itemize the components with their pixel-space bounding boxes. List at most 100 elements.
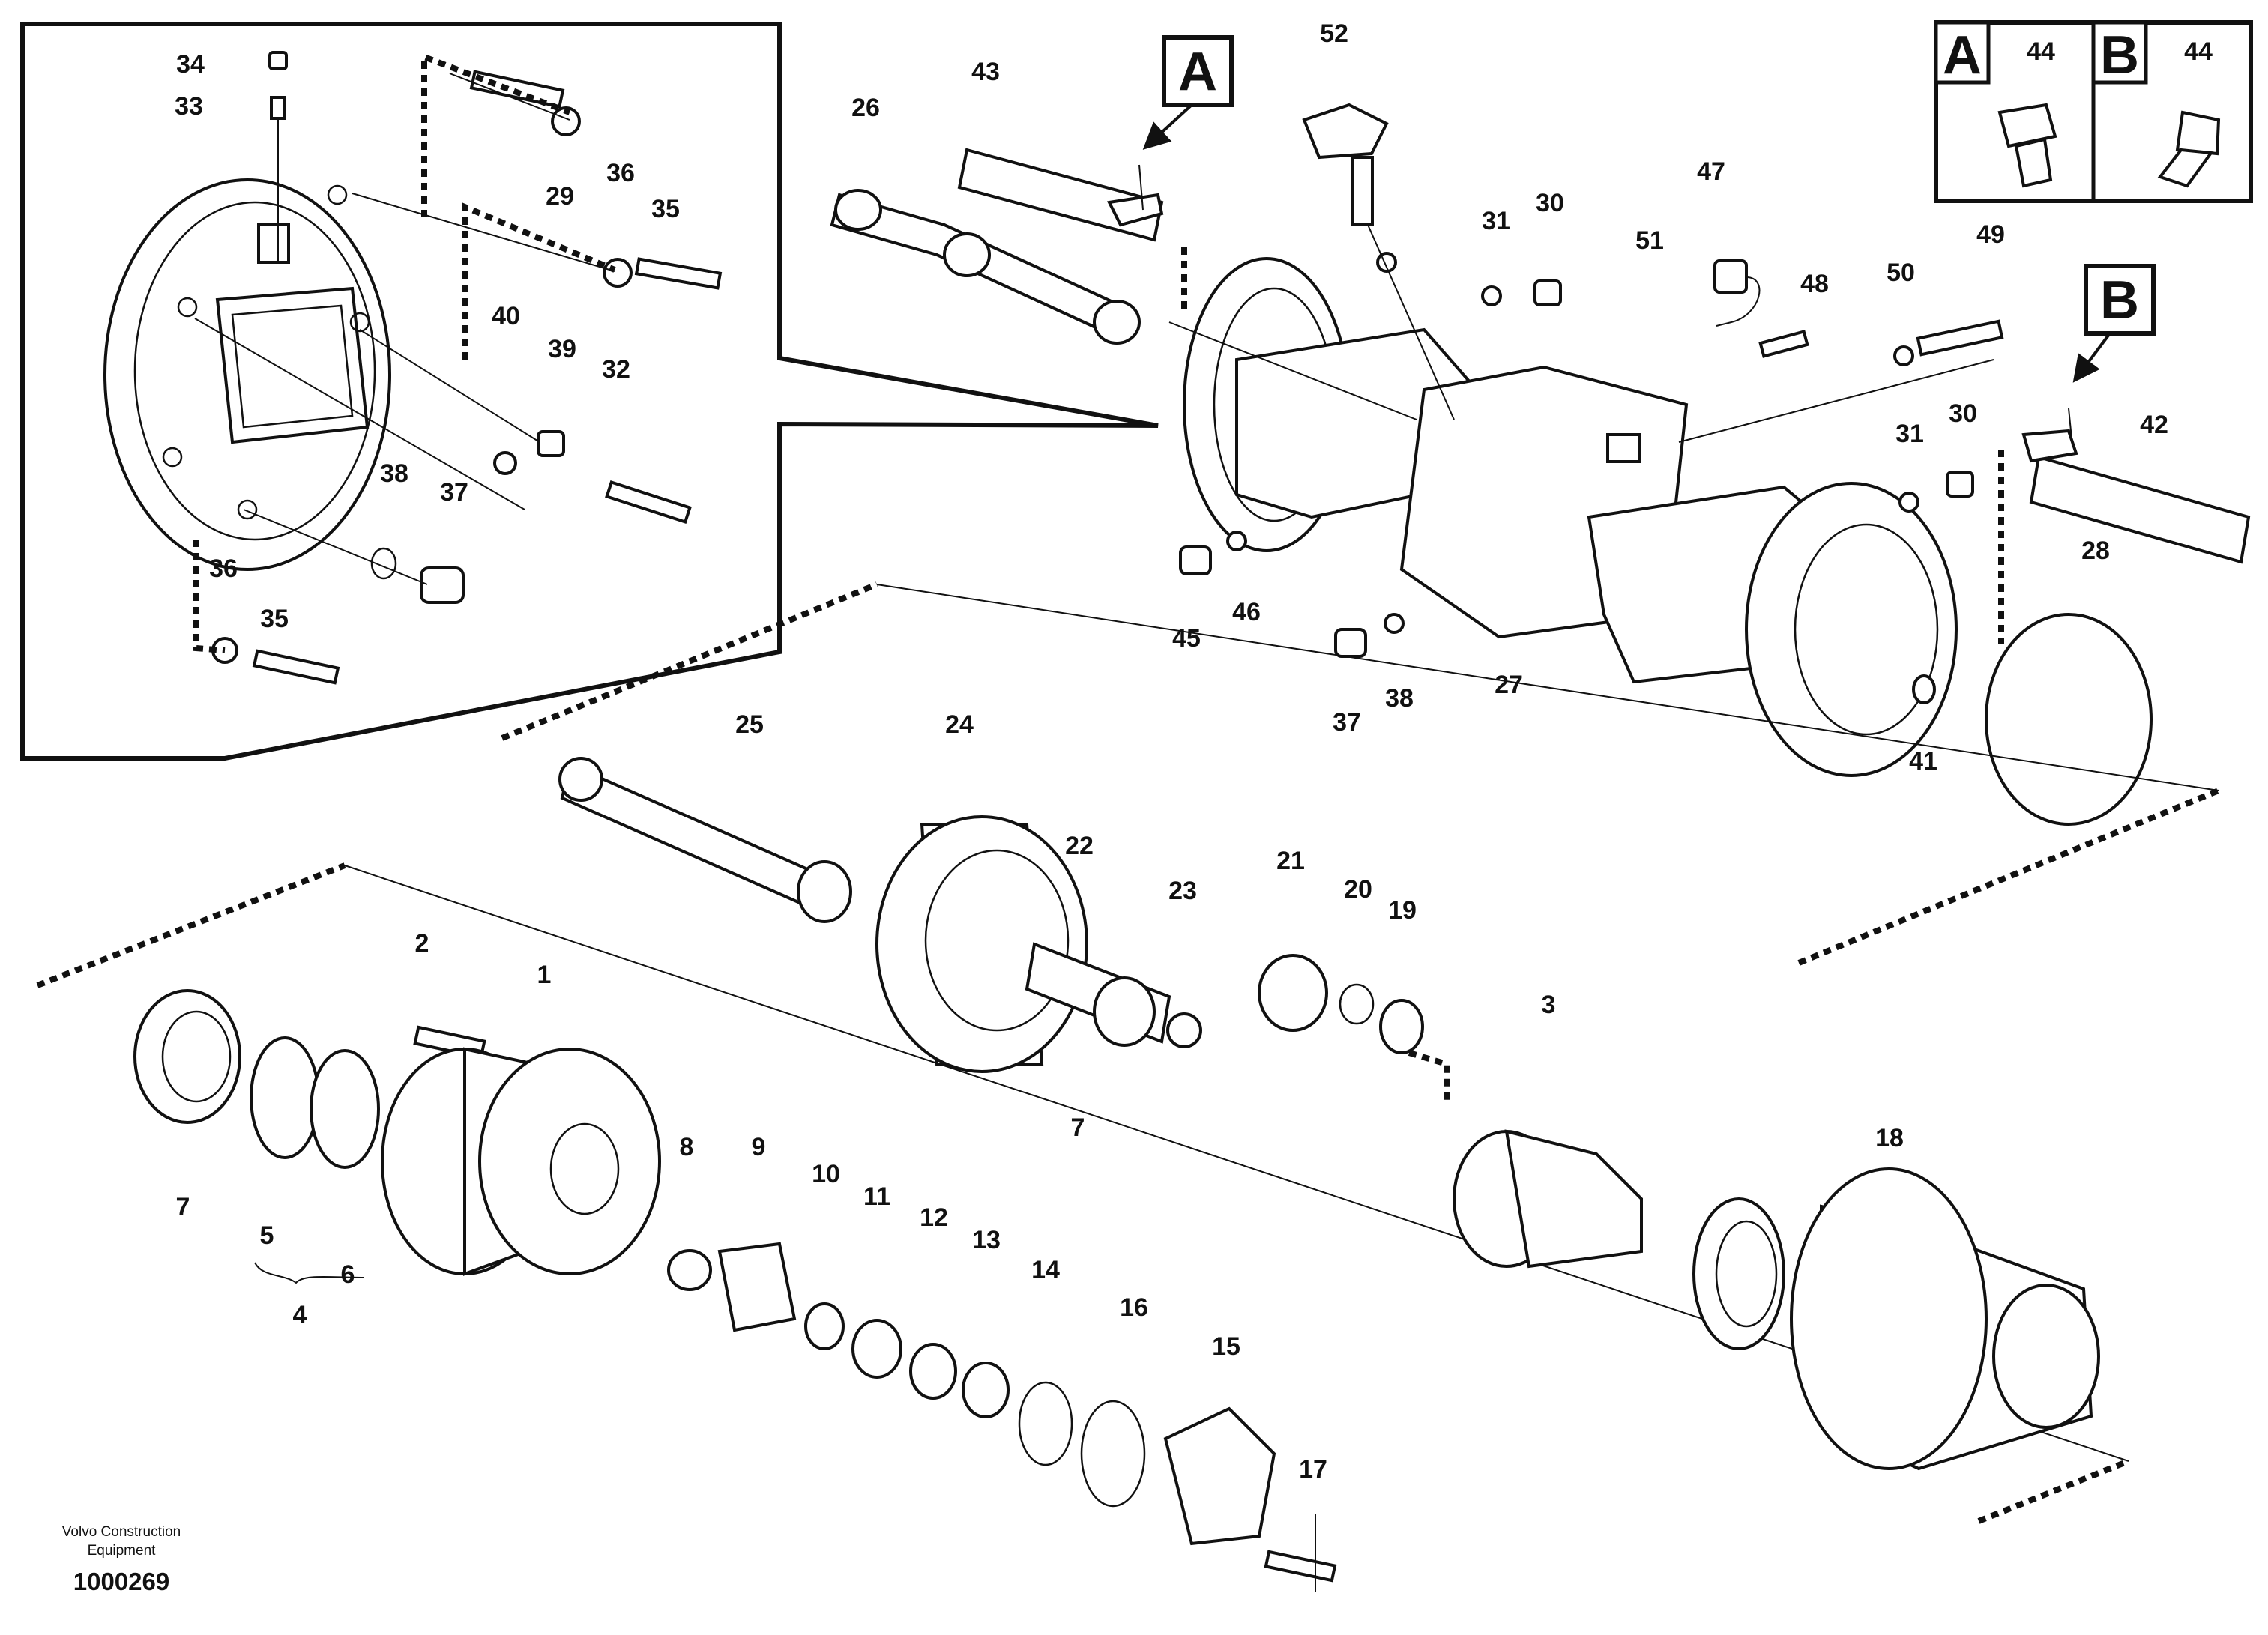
part-label: 12	[920, 1203, 948, 1232]
gears-19-21	[1258, 954, 1450, 1105]
legend-letter-b: B	[2100, 25, 2139, 85]
housing-fasteners	[1179, 279, 2004, 704]
part-label: 18	[1875, 1124, 1904, 1152]
part-label: 26	[851, 94, 880, 122]
part-label: 43	[971, 58, 1000, 86]
part-label: 4	[293, 1301, 307, 1329]
bearing-7-left	[133, 989, 241, 1124]
view-marker-a: A	[1142, 35, 1234, 150]
wheel-hub-1	[381, 1047, 661, 1276]
part-label: 10	[812, 1160, 840, 1188]
legend-number-a: 44	[2027, 37, 2055, 66]
part-label: 36	[606, 159, 635, 187]
part-label: 22	[1065, 832, 1094, 860]
footer: Volvo Construction Equipment 1000269	[62, 1524, 181, 1595]
part-label: 17	[1299, 1455, 1327, 1484]
part-label: 16	[1120, 1293, 1148, 1322]
part-label: 38	[1385, 684, 1414, 713]
planet-carrier-24	[875, 815, 1088, 1073]
o-ring-28	[1985, 613, 2153, 826]
part-label: 15	[1212, 1332, 1240, 1361]
middle-frame-dashes	[501, 581, 2220, 966]
part-label: 23	[1168, 877, 1197, 905]
shaft-25	[558, 757, 852, 923]
part-label: 32	[602, 355, 630, 384]
part-label: 42	[2140, 411, 2168, 439]
part-label: 40	[492, 302, 520, 330]
breather-assembly	[1302, 103, 1455, 420]
part-label: 7	[176, 1193, 190, 1221]
drive-shaft-26	[830, 189, 1141, 345]
part-label: 37	[440, 478, 468, 507]
part-label: 6	[341, 1260, 355, 1289]
part-label: 19	[1388, 896, 1417, 925]
bolt-icon-b	[2157, 110, 2221, 188]
lower-frame-dashes	[36, 862, 2130, 1524]
view-marker-a-letter: A	[1178, 42, 1217, 102]
footer-brand-line2: Equipment	[88, 1543, 157, 1559]
part-label: 35	[260, 605, 289, 633]
seal-5	[250, 1036, 320, 1159]
part-label: 38	[380, 459, 408, 488]
part-label: 21	[1276, 847, 1305, 875]
part-label: 25	[735, 710, 764, 739]
drawing-number: 1000269	[73, 1568, 169, 1595]
sun-gear-22	[1025, 942, 1171, 1047]
part-label: 36	[209, 554, 238, 583]
part-label: 3	[1542, 991, 1556, 1019]
part-label: 1	[537, 961, 552, 989]
footer-brand-line1: Volvo Construction	[62, 1524, 181, 1540]
legend-box: A B 44 44	[1934, 20, 2253, 203]
part-label: 37	[1333, 708, 1361, 737]
lock-pin-42	[1998, 408, 2251, 644]
part-label: 31	[1895, 420, 1924, 448]
part-label: 5	[260, 1221, 274, 1250]
small-parts-8-17	[667, 1242, 1337, 1592]
part-label: 39	[548, 335, 576, 363]
part-label: 34	[176, 50, 205, 79]
seal-6	[310, 1049, 380, 1169]
part-label: 13	[972, 1226, 1001, 1254]
part-label: 20	[1344, 875, 1372, 904]
part-label: 48	[1800, 270, 1829, 298]
legend-number-b: 44	[2184, 37, 2213, 66]
part-label: 41	[1909, 747, 1937, 776]
brace-4	[254, 1262, 364, 1284]
part-label: 14	[1031, 1256, 1060, 1284]
part-label: 29	[546, 182, 574, 211]
bearing-7-right	[1692, 1197, 1785, 1350]
part-label: 24	[945, 710, 974, 739]
view-marker-b-letter: B	[2100, 271, 2139, 330]
part-label: 33	[175, 92, 203, 121]
part-label: 47	[1697, 157, 1725, 186]
view-marker-b: B	[2072, 264, 2156, 383]
part-label: 8	[680, 1133, 694, 1161]
part-label: 35	[651, 195, 680, 223]
lock-pin-43	[957, 148, 1187, 315]
inset-hub-flange	[103, 178, 391, 571]
legend-letter-a: A	[1943, 25, 1982, 85]
part-label: 11	[863, 1182, 890, 1211]
part-label: 51	[1635, 226, 1664, 255]
part-label: 7	[1071, 1113, 1085, 1142]
part-label: 31	[1482, 207, 1510, 235]
inset-fittings	[193, 51, 723, 685]
part-label: 46	[1232, 598, 1261, 626]
part-label: 27	[1495, 671, 1523, 699]
part-label: 52	[1320, 19, 1348, 48]
axle-housing	[1168, 257, 1994, 777]
part-label: 30	[1949, 399, 1977, 428]
ring-gear-18	[1790, 1167, 2100, 1471]
part-label: 49	[1976, 220, 2005, 249]
part-label: 28	[2081, 537, 2110, 565]
part-label: 2	[415, 929, 429, 958]
bolt-icon-a	[1997, 103, 2057, 188]
part-label: 45	[1172, 624, 1201, 653]
planet-gear-3	[1453, 1129, 1643, 1269]
washer-23	[1166, 1012, 1202, 1048]
inset-detail-panel	[20, 22, 1159, 761]
part-label: 30	[1536, 189, 1564, 217]
part-label: 9	[752, 1133, 766, 1161]
